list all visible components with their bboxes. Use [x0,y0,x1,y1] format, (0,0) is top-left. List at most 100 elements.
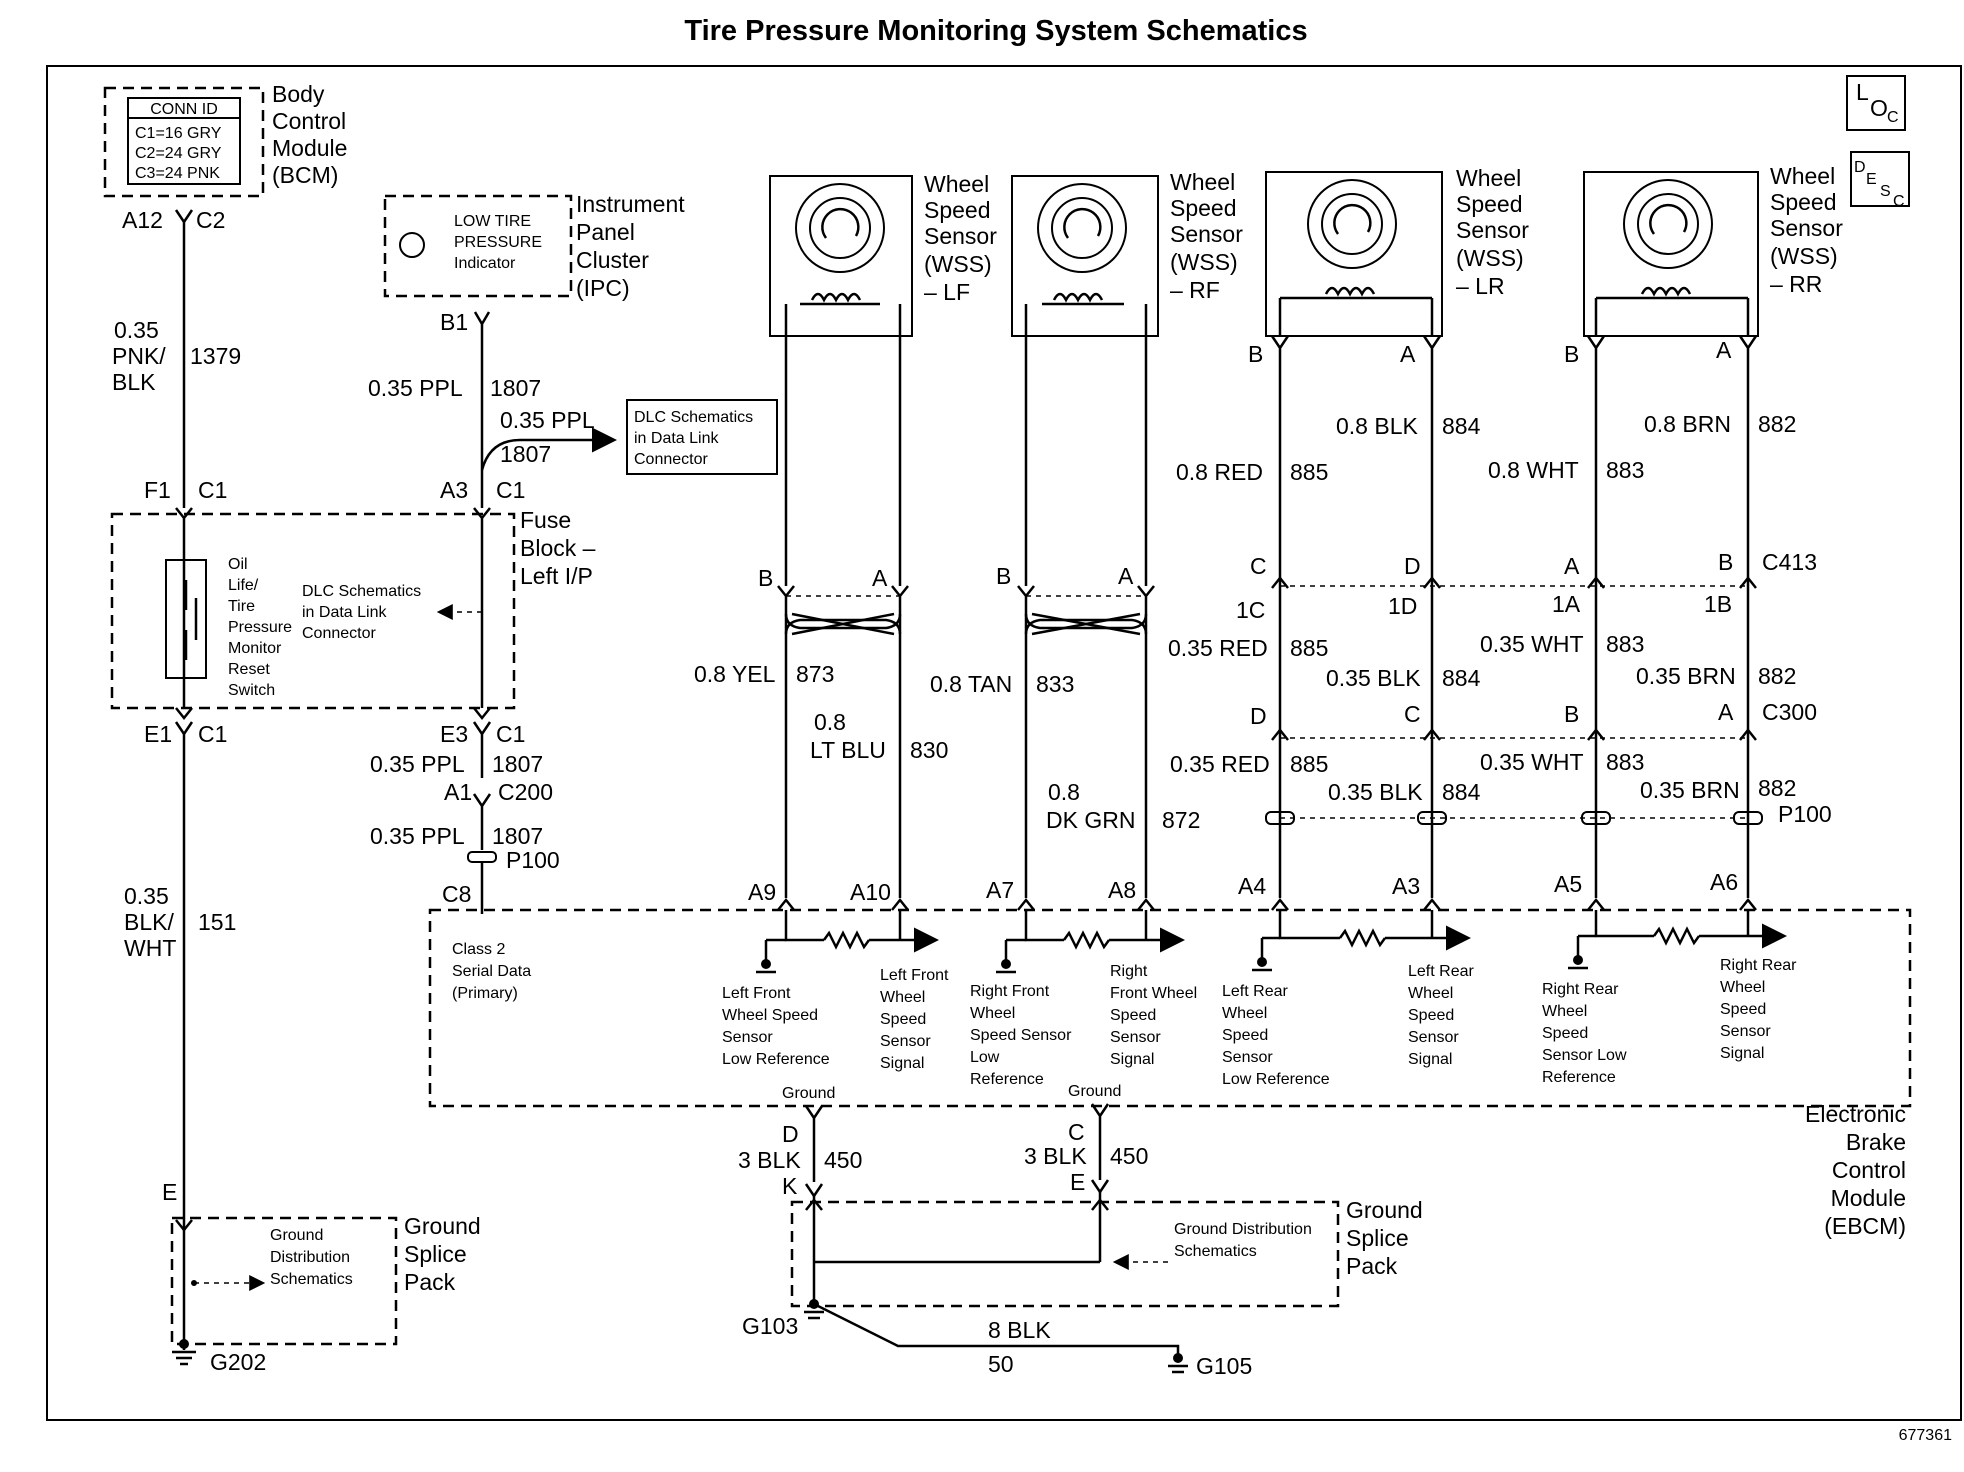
c300-pin2: C [1404,701,1421,727]
rf-pin-b: B [996,563,1011,589]
gnd-wire1-pin-top: D [782,1121,799,1147]
rear-wires [1265,320,1763,898]
svg-text:Sensor: Sensor [1408,1029,1459,1046]
svg-text:Connector: Connector [302,625,376,642]
description-icon[interactable]: D E S C [1850,151,1910,210]
svg-text:Speed: Speed [1542,1025,1588,1042]
wss-rr-sensor: Wheel Speed Sensor (WSS) – RR [1583,163,1843,337]
svg-text:Signal: Signal [1408,1051,1452,1068]
svg-text:Signal: Signal [1110,1051,1154,1068]
c300-label: C300 [1762,699,1817,725]
svg-text:Electronic: Electronic [1805,1101,1906,1127]
svg-text:(WSS): (WSS) [1770,243,1838,269]
svg-text:Left Rear: Left Rear [1222,983,1288,1000]
rr-pin-b: B [1564,341,1579,367]
wire-151-color2: WHT [124,935,176,961]
c300-pin4: A [1718,699,1734,725]
rr-pin-a: A [1716,337,1732,363]
svg-text:Sensor Low: Sensor Low [1542,1047,1627,1064]
ground-splice-pack-center: Ground Distribution Schematics Ground Sp… [790,1192,1423,1308]
svg-text:Wheel: Wheel [1170,169,1235,195]
svg-text:Connector: Connector [634,451,708,468]
dlc-schematic-link[interactable]: DLC Schematics in Data Link Connector [626,399,778,475]
svg-text:Brake: Brake [1846,1129,1906,1155]
c413-pin1: C [1250,553,1267,579]
svg-text:O: O [1870,95,1888,121]
p100-label-left: P100 [506,847,560,873]
c413-pin2: D [1404,553,1421,579]
ground-wire-circuit: 50 [988,1351,1014,1377]
ebcm-module: Class 2 Serial Data (Primary) Left Front… [428,897,1912,1239]
svg-text:Pack: Pack [1346,1253,1398,1279]
location-icon[interactable]: L O C [1846,75,1906,131]
svg-text:PRESSURE: PRESSURE [454,234,542,251]
wire-1379-color: PNK/ [112,343,166,369]
svg-text:(EBCM): (EBCM) [1824,1213,1906,1239]
wire-1379-color2: BLK [112,369,156,395]
wire-1807-spec: 0.35 PPL [368,375,463,401]
svg-text:Reset: Reset [228,661,270,678]
svg-text:Instrument: Instrument [576,191,685,217]
lf-wire1-spec: 0.8 YEL [694,661,776,687]
svg-text:Panel: Panel [576,219,635,245]
lr-pin-a: A [1400,341,1416,367]
rf-wire1-circuit: 833 [1036,671,1074,697]
c413-pin4: B [1718,549,1733,575]
fuse-conn-c1b: C1 [496,477,525,503]
svg-text:(IPC): (IPC) [576,275,630,301]
svg-text:Serial Data: Serial Data [452,963,531,980]
svg-text:Left Rear: Left Rear [1408,963,1474,980]
svg-text:C: C [1887,109,1899,126]
ground-g103-label: G103 [742,1313,798,1339]
svg-text:Sensor: Sensor [1456,217,1529,243]
svg-text:Sensor: Sensor [924,223,997,249]
svg-text:Switch: Switch [228,682,275,699]
rear-low-circuit3: 883 [1606,749,1644,775]
diagram-frame [46,65,1962,1421]
c413-inner2: 1D [1388,593,1417,619]
rear-mid-circuit3: 883 [1606,631,1644,657]
fuse-block-module: Oil Life/ Tire Pressure Monitor Reset Sw… [110,507,596,721]
svg-text:Sensor: Sensor [1170,221,1243,247]
svg-text:Distribution: Distribution [270,1249,350,1266]
svg-text:Body: Body [272,81,325,107]
svg-text:Cluster: Cluster [576,247,649,273]
wire-1807-lower-spec: 0.35 PPL [370,751,465,777]
svg-text:Sensor: Sensor [1110,1029,1161,1046]
rear-upper-circuit3: 883 [1606,457,1644,483]
svg-text:Low Reference: Low Reference [1222,1071,1330,1088]
c413-inner4: 1B [1704,591,1732,617]
lf-wire2-size: 0.8 [814,709,846,735]
svg-text:Low Reference: Low Reference [722,1051,830,1068]
gnd-wire1-pin-bot: K [782,1173,798,1199]
wire-1807-lower-circuit: 1807 [492,751,543,777]
svg-text:Ground: Ground [782,1085,835,1102]
wire-151-size: 0.35 [124,883,169,909]
svg-text:Low: Low [970,1049,1000,1066]
rear-low-circuit4: 882 [1758,775,1796,801]
svg-text:– LF: – LF [924,279,970,305]
fuse-pin-e1: E1 [144,721,172,747]
wire-1379-size: 0.35 [114,317,159,343]
svg-text:Speed: Speed [1456,191,1523,217]
lf-ebcm-pin1: A9 [748,879,776,905]
svg-text:Reference: Reference [970,1071,1044,1088]
lr-ebcm-pin1: A4 [1238,873,1266,899]
svg-text:Wheel: Wheel [1720,979,1765,996]
rear-upper-wire1: 0.8 RED [1176,459,1263,485]
gnd-wire1-spec: 3 BLK [738,1147,801,1173]
rear-upper-circuit2: 884 [1442,413,1481,439]
svg-text:– RF: – RF [1170,277,1220,303]
rear-mid-wire2: 0.35 BLK [1326,665,1421,691]
svg-text:Wheel Speed: Wheel Speed [722,1007,818,1024]
svg-text:Wheel: Wheel [924,171,989,197]
svg-text:Ground: Ground [1346,1197,1423,1223]
svg-text:– LR: – LR [1456,273,1505,299]
gnd-wire2-circuit: 450 [1110,1143,1148,1169]
rr-ebcm-pin1: A5 [1554,871,1582,897]
rr-ebcm-pin2: A6 [1710,869,1738,895]
svg-text:Wheel: Wheel [1408,985,1453,1002]
svg-text:Pack: Pack [404,1269,456,1295]
p100-label-right: P100 [1778,801,1832,827]
fuse-conn-c1c: C1 [198,721,227,747]
